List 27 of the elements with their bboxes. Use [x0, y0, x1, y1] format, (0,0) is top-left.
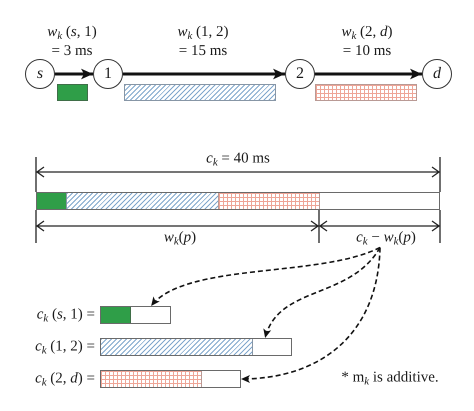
row-label: c$_{k}$ (1, 2) = — [35, 338, 95, 356]
row-label: c$_{k}$ (s, 1) = — [36, 306, 95, 324]
dimension-label: c$_{k}$ − w$_{k}$(p) — [356, 228, 416, 248]
delay-bar — [57, 84, 88, 101]
node-circle: s — [25, 59, 55, 89]
row-label: c$_{k}$ (2, d) = — [35, 370, 95, 388]
node-circle: 1 — [93, 59, 123, 89]
delay-bar — [124, 84, 276, 101]
time-bar — [36, 192, 440, 210]
dashed-arrow — [264, 247, 381, 338]
arrow — [55, 68, 93, 80]
edge-label: w$_{k}$ (s, 1) = 3 ms — [46, 23, 98, 61]
dimension-label: c$_{k}$ = 40 ms — [206, 150, 270, 168]
edge-label: w$_{k}$ (2, d) = 10 ms — [340, 23, 394, 61]
arrow — [123, 68, 285, 80]
dashed-arrow — [240, 247, 381, 383]
node-circle: d — [422, 59, 452, 89]
dimension-label: w$_{k}$(p) — [164, 228, 196, 248]
dashed-arrow — [150, 246, 380, 307]
delay-bar — [315, 84, 417, 101]
time-bar — [100, 370, 241, 388]
node-circle: 2 — [285, 59, 315, 89]
footnote: * m$_{k}$ is additive. — [341, 368, 439, 388]
time-bar — [100, 306, 171, 324]
edge-label: w$_{k}$ (1, 2) = 15 ms — [176, 23, 230, 61]
arrow — [315, 68, 422, 80]
time-bar — [100, 338, 292, 356]
